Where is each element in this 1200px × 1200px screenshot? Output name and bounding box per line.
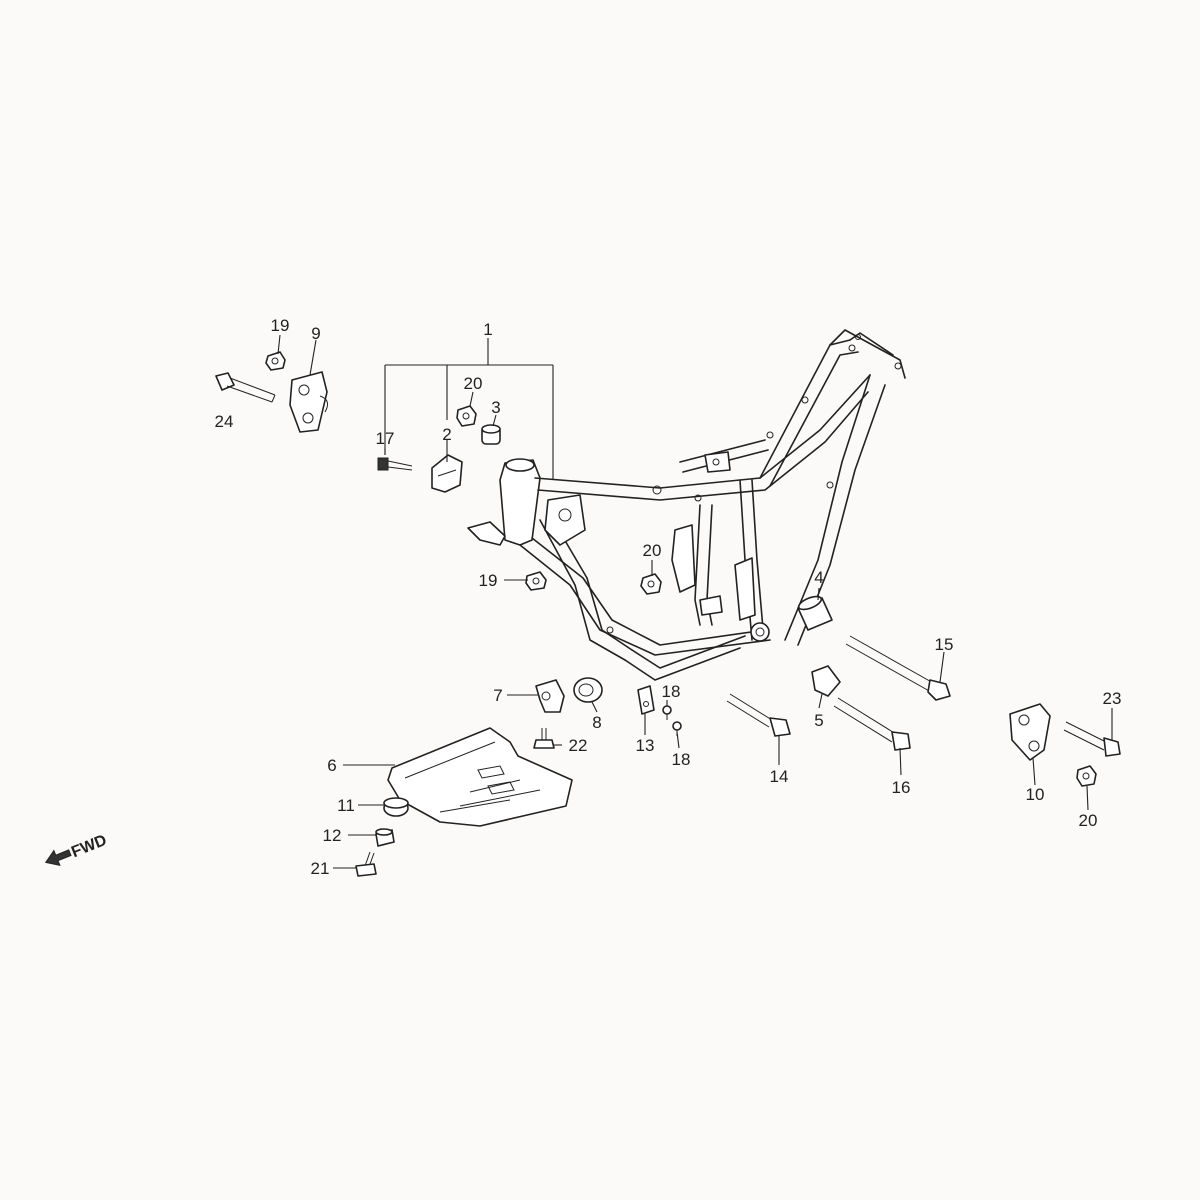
callout-10: 10 bbox=[1026, 785, 1045, 804]
callout-5: 5 bbox=[814, 711, 823, 730]
part-12-collar bbox=[375, 828, 395, 847]
callout-24: 24 bbox=[215, 412, 234, 431]
callout-1: 1 bbox=[483, 320, 492, 339]
part-6-skid-plate bbox=[387, 727, 573, 827]
callout-18-upper: 18 bbox=[662, 682, 681, 701]
part-10-engine-hanger bbox=[1009, 703, 1051, 761]
part-20-nut-right bbox=[1076, 765, 1097, 787]
part-22-bolt bbox=[533, 728, 555, 749]
callout-19-lower: 19 bbox=[479, 571, 498, 590]
callout-9: 9 bbox=[311, 324, 320, 343]
forward-arrow-icon bbox=[44, 849, 72, 867]
callout-23: 23 bbox=[1103, 689, 1122, 708]
part-3-collar bbox=[481, 424, 501, 445]
part-9-engine-hanger bbox=[289, 371, 329, 433]
callout-15: 15 bbox=[935, 635, 954, 654]
fwd-label: FWD bbox=[69, 832, 109, 861]
callout-6: 6 bbox=[327, 756, 336, 775]
part-14-bolt bbox=[726, 693, 791, 737]
part-15-bolt bbox=[845, 635, 951, 701]
part-20-nut-upper bbox=[456, 405, 477, 427]
callout-11: 11 bbox=[337, 796, 355, 815]
callout-13: 13 bbox=[636, 736, 655, 755]
part-18-screw-upper bbox=[662, 705, 672, 720]
part-23-bolt bbox=[1063, 721, 1121, 757]
part-20-nut-middle bbox=[640, 573, 662, 595]
callout-16: 16 bbox=[892, 778, 911, 797]
part-21-bolt bbox=[355, 851, 377, 877]
callout-14: 14 bbox=[770, 767, 789, 786]
callout-20-upper: 20 bbox=[464, 374, 483, 393]
callout-21: 21 bbox=[311, 859, 330, 878]
leader-lines bbox=[277, 334, 1113, 869]
part-11-rubber bbox=[383, 797, 409, 817]
callout-17: 17 bbox=[376, 429, 395, 448]
part-17-bolt bbox=[377, 457, 413, 471]
part-7-clamp bbox=[535, 679, 565, 713]
part-19-nut-lower bbox=[525, 571, 547, 591]
callout-22: 22 bbox=[569, 736, 588, 755]
callout-19-upper: 19 bbox=[271, 316, 290, 335]
part-8-grommet bbox=[573, 677, 603, 703]
callout-18-lower: 18 bbox=[672, 750, 691, 769]
callout-8: 8 bbox=[592, 713, 601, 732]
part-4-collar bbox=[797, 595, 833, 631]
part-24-bolt bbox=[215, 372, 276, 403]
callout-7: 7 bbox=[493, 686, 502, 705]
part-13-stay bbox=[637, 685, 655, 715]
callout-3: 3 bbox=[491, 398, 500, 417]
callout-20-right: 20 bbox=[1079, 811, 1098, 830]
callout-2: 2 bbox=[442, 425, 451, 444]
part-5-cap bbox=[811, 665, 841, 697]
callout-labels: 1 2 3 4 5 6 7 8 9 10 11 12 13 14 15 16 1… bbox=[215, 316, 1122, 878]
part-19-nut-upper bbox=[265, 351, 286, 371]
main-frame bbox=[467, 329, 906, 681]
callout-20-middle: 20 bbox=[643, 541, 662, 560]
fwd-indicator: FWD bbox=[44, 832, 109, 867]
callout-12: 12 bbox=[323, 826, 342, 845]
callout-4: 4 bbox=[814, 568, 823, 587]
part-16-bolt bbox=[833, 697, 911, 751]
